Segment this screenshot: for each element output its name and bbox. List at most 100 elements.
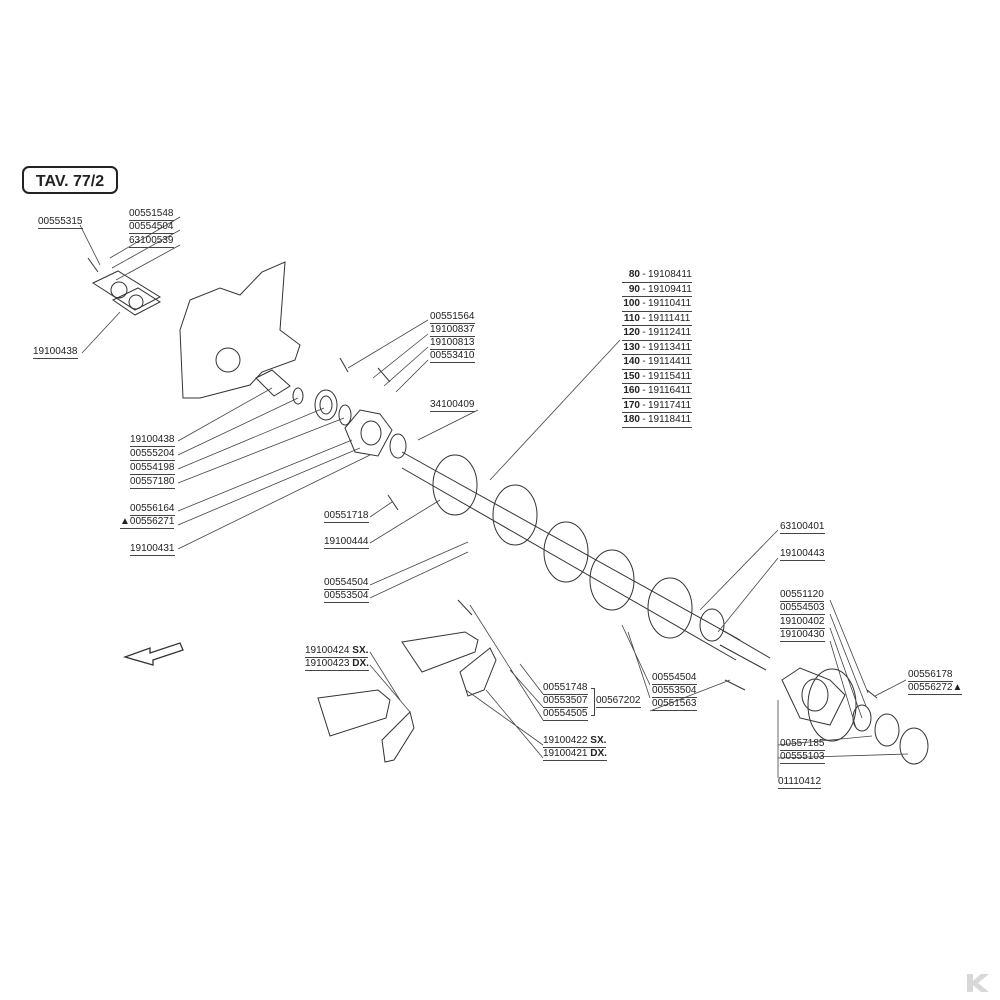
blade-sx-b (401, 631, 479, 673)
length-table-row: 170-19117411 (622, 399, 692, 413)
length-table-row: 100-19110411 (622, 297, 692, 312)
triangle-mark: ▲ (952, 682, 963, 693)
blade-label-dx: 19100423 DX. (305, 658, 369, 671)
separator: - (642, 327, 646, 338)
part-label: 00555315 (38, 216, 83, 229)
separator: - (642, 356, 646, 367)
part-label: 34100409 (430, 399, 475, 412)
rotor-code: 19118411 (648, 414, 692, 425)
rotor-length: 80 (628, 269, 640, 280)
part-label: 00553410 (430, 350, 475, 363)
rotor-code: 19114411 (648, 356, 692, 367)
rotor-length: 110 (623, 312, 640, 324)
separator: - (642, 269, 646, 280)
part-label: 00557185 (780, 738, 825, 751)
part-label: 19100837 (430, 324, 475, 337)
length-table-row: 140-19114411 (622, 355, 692, 370)
rotor-code: 19113411 (648, 341, 692, 353)
part-label: 00554504 (324, 577, 369, 590)
triangle-mark: ▲ (120, 516, 130, 527)
blade-sx-a (317, 689, 391, 737)
separator: - (642, 370, 646, 382)
plate-title: TAV. 77/2 (22, 166, 118, 194)
part-label: 00554198 (130, 462, 175, 475)
rotor-length: 100 (623, 298, 640, 309)
length-table-row: 130-19113411 (622, 341, 692, 355)
part-label: 19100438 (33, 346, 78, 359)
part-label: 63100539 (129, 235, 174, 248)
part-label-marked: 00556272▲ (908, 682, 963, 695)
separator: - (642, 298, 646, 309)
part-label: 00554503 (780, 602, 825, 615)
part-label: 00551548 (129, 208, 174, 221)
length-table-row: 180-19118411 (622, 413, 692, 428)
separator: - (642, 283, 646, 295)
blade-dx-a (381, 711, 415, 763)
blade-dx-b (459, 647, 497, 697)
top-flange (91, 270, 162, 311)
length-table-row: 90-19109411 (622, 283, 692, 297)
length-table-row: 150-19115411 (622, 370, 692, 384)
part-label: 19100443 (780, 548, 825, 561)
rotor-code: 19116411 (648, 385, 692, 396)
leader-lines (79, 216, 909, 778)
rotor-code: 19109411 (648, 283, 692, 295)
rotor-length: 160 (623, 385, 640, 396)
housing-plate (179, 261, 301, 399)
blade-label-dx: 19100421 DX. (543, 748, 607, 761)
part-label-marked: ▲00556271 (120, 516, 175, 529)
brand-logo-icon (967, 974, 989, 992)
rotor-shaft (401, 451, 741, 661)
separator: - (642, 414, 646, 425)
part-label: 00551564 (430, 311, 475, 324)
rotor-code: 19111411 (648, 312, 691, 324)
part-label: 00556178 (908, 669, 953, 682)
part-label: 00555103 (780, 751, 825, 764)
rotor-length: 180 (623, 414, 640, 425)
length-table-row: 110-19111411 (622, 312, 692, 326)
part-label: 01110412 (778, 776, 822, 789)
part-label: 19100438 (130, 434, 175, 447)
bearing-housing (344, 409, 393, 457)
length-table-row: 120-19112411 (622, 326, 692, 341)
part-label: 00554505 (543, 708, 588, 721)
kit-label: 00567202 (596, 695, 641, 708)
separator: - (642, 312, 646, 324)
separator: - (642, 341, 646, 353)
part-label: 00557180 (130, 476, 175, 489)
rotor-length: 130 (623, 341, 640, 353)
rotor-length: 90 (628, 283, 640, 295)
shaft-flanges (432, 454, 693, 639)
part-label: 19100430 (780, 629, 825, 642)
part-label: 00551563 (652, 698, 697, 711)
part-label: 00555204 (130, 448, 175, 461)
right-bearing-housing (781, 667, 846, 726)
rotor-length: 140 (623, 356, 640, 367)
rotor-length: 170 (623, 399, 640, 411)
rotor-code: 19115411 (648, 370, 692, 382)
part-label: 00551120 (780, 589, 824, 602)
part-label: 19100813 (430, 337, 475, 350)
rotor-code: 19117411 (648, 399, 692, 411)
part-label: 63100401 (780, 521, 825, 534)
part-label: 19100431 (130, 543, 175, 556)
part-label: 00556164 (130, 503, 175, 516)
blade-label-sx: 19100424 SX. (305, 645, 369, 658)
direction-arrow (122, 642, 184, 666)
housing-gasket (255, 369, 291, 397)
part-label: 00553507 (543, 695, 588, 708)
kit-bracket (591, 688, 595, 716)
rotor-length: 150 (623, 370, 640, 382)
part-label: 00553504 (652, 685, 697, 698)
rotor-code: 19110411 (648, 298, 692, 309)
part-label: 19100402 (780, 616, 825, 629)
length-table-row: 160-19116411 (622, 384, 692, 399)
separator: - (642, 385, 646, 396)
part-label: 00551748 (543, 682, 588, 695)
gasket (112, 287, 161, 316)
part-label: 00551718 (324, 510, 369, 523)
rotor-length: 120 (623, 327, 640, 338)
